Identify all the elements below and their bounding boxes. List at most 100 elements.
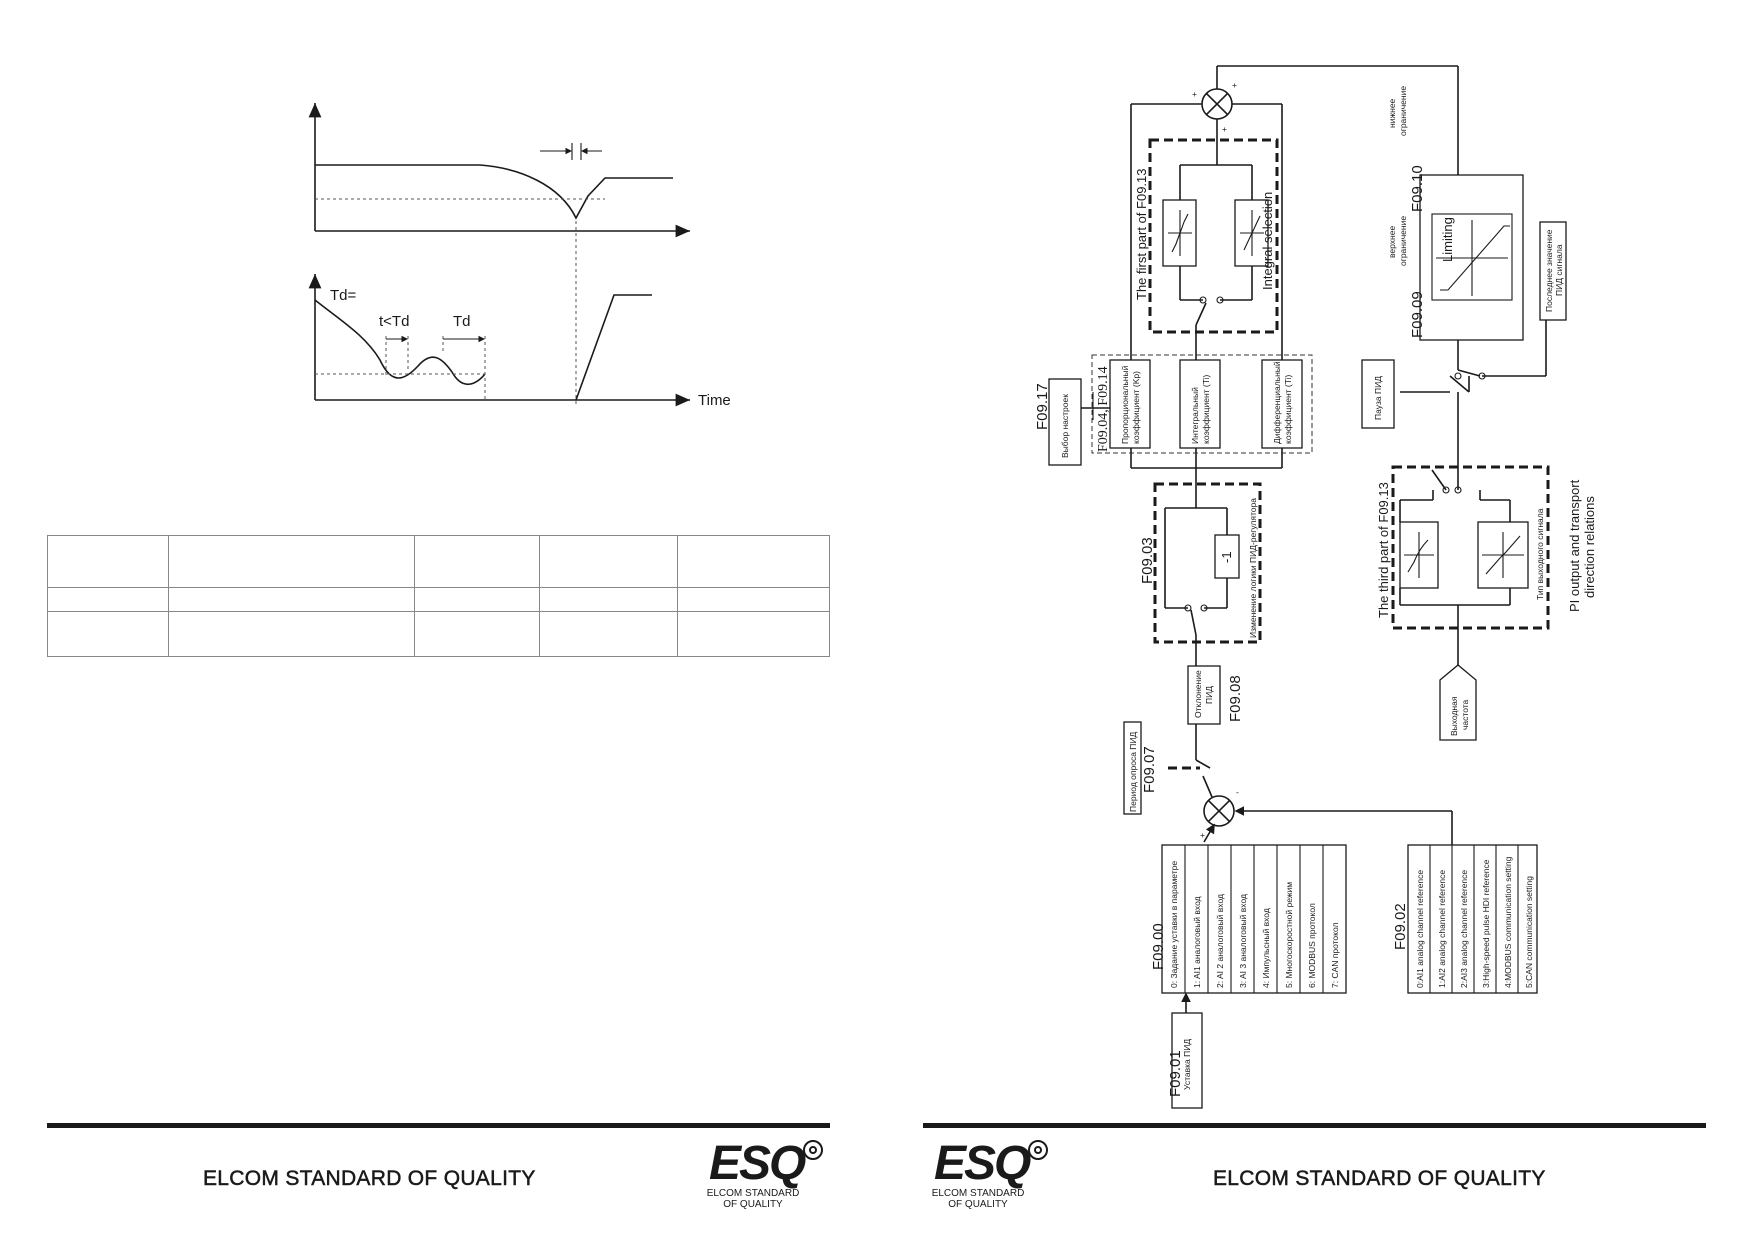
last-value-label: Последнее значение	[1544, 229, 1554, 312]
lower-limit-label: ограничение	[1398, 86, 1408, 136]
integral-curve-box-2	[1234, 199, 1269, 267]
parameter-select-box	[1048, 378, 1082, 466]
f0900-item: 0: Задание уставки в параметре	[1169, 861, 1179, 988]
table-cell	[677, 611, 830, 657]
connection-lines	[1081, 65, 1547, 1013]
f0907-code: F09.07	[1141, 746, 1158, 793]
table-cell	[47, 535, 169, 588]
table-cell	[47, 587, 169, 612]
left-footer-rule	[47, 1123, 830, 1128]
f0900-list	[1161, 844, 1347, 994]
registered-icon	[803, 1140, 823, 1160]
switch-contacts	[1184, 296, 1486, 612]
label-td: Td	[453, 313, 471, 330]
logo-subtitle: OF QUALITY	[948, 1199, 1008, 1210]
f0902-item: 5:CAN communication setting	[1524, 876, 1534, 988]
parameter-select-label: Выбор настроек	[1060, 394, 1070, 458]
table-cell	[677, 535, 830, 588]
bottom-summing-junction: + -	[1200, 787, 1239, 840]
top-summing-junction: + + +	[1192, 80, 1237, 134]
invert-block	[1214, 534, 1240, 579]
pi-output-label: direction relations	[1582, 496, 1597, 598]
table-cell	[539, 587, 678, 612]
table-row	[47, 587, 830, 612]
td-box	[1261, 359, 1303, 449]
left-esq-logo: ESQ ELCOM STANDARD OF QUALITY	[703, 1140, 823, 1230]
setpoint-label: Уставка ПИД	[1182, 1039, 1192, 1090]
last-value-box	[1539, 221, 1567, 321]
f0908-code: F09.08	[1227, 675, 1244, 722]
deviation-label: Отклонение	[1193, 670, 1203, 718]
kp-label: Пропорциональный	[1120, 365, 1130, 444]
logo-subtitle: ELCOM STANDARD	[706, 1188, 800, 1199]
limiting-box	[1419, 174, 1524, 341]
output-curve-box-2	[1477, 521, 1529, 589]
f0900-item: 2: AI 2 аналоговый вход	[1215, 894, 1225, 988]
lower-chart: Td= t<Td Td Time	[308, 274, 731, 409]
output-curve-box-1	[1399, 521, 1439, 589]
table-cell	[168, 611, 415, 657]
label-td-eq: Td=	[330, 287, 357, 304]
plus-sign: +	[1222, 124, 1227, 134]
table-cell	[414, 587, 540, 612]
plus-sign: +	[1232, 80, 1237, 90]
f0902-item: 4:MODBUS communication setting	[1503, 856, 1513, 988]
f0909-code: F09.09	[1409, 291, 1426, 338]
third-part-label: The third part of F09.13	[1376, 482, 1391, 618]
table-cell	[539, 611, 678, 657]
minus-one-label: -1	[1219, 551, 1234, 563]
pause-label: Пауза ПИД	[1373, 376, 1383, 420]
f0900-item: 1: AI1 аналоговый вход	[1192, 896, 1202, 988]
f0900-code: F09.00	[1150, 923, 1167, 970]
output-type-label: Тип выходного сигнала	[1535, 508, 1545, 600]
lower-limit-label: нижнее	[1387, 98, 1397, 128]
ti-label: коэффициент (Ti)	[1201, 374, 1211, 444]
output-frequency-label: частота	[1460, 699, 1470, 730]
upper-chart	[308, 103, 690, 405]
right-esq-logo: ESQ ELCOM STANDARD OF QUALITY	[928, 1140, 1048, 1230]
ti-label: Интегральный	[1190, 387, 1200, 444]
f0901-code: F09.01	[1167, 1050, 1184, 1097]
limiting-label: Limiting	[1440, 217, 1455, 262]
right-footer-title: ELCOM STANDARD OF QUALITY	[1213, 1167, 1546, 1191]
label-time: Time	[698, 392, 731, 409]
logo-mark: ESQ	[934, 1137, 1031, 1190]
f0902-item: 2:AI3 analog channel reference	[1459, 870, 1469, 988]
f0902-item: 1:AI2 analog channel reference	[1437, 870, 1447, 988]
ti-box	[1179, 359, 1221, 449]
table-cell	[539, 535, 678, 588]
f0900-item: 5: Многоскоростной режим	[1284, 882, 1294, 988]
pause-box	[1361, 359, 1395, 429]
first-part-label: The first part of F09.13	[1134, 168, 1149, 300]
f0902-list	[1407, 844, 1538, 994]
deviation-box	[1187, 665, 1221, 725]
logo-subtitle: OF QUALITY	[723, 1199, 783, 1210]
f0902-item: 0:AI1 analog channel reference	[1415, 870, 1425, 988]
deviation-label: ПИД	[1204, 686, 1214, 704]
integral-curve-box-1	[1162, 199, 1197, 267]
first-part-group	[1148, 138, 1279, 334]
sample-period-label: Период опроса ПИД	[1128, 731, 1138, 812]
f0902-item: 3:High-speed pulse HDI reference	[1481, 859, 1491, 988]
f0900-item: 6: MODBUS протокол	[1307, 903, 1317, 988]
left-footer-title: ELCOM STANDARD OF QUALITY	[203, 1167, 536, 1191]
kp-box	[1109, 359, 1151, 449]
third-part-group	[1391, 465, 1550, 630]
f0900-item: 4: Импульсный вход	[1261, 908, 1271, 988]
logic-change-label: Изменение логики ПИД-регулятора	[1248, 498, 1258, 638]
integral-selection-label: Integral selection	[1260, 192, 1275, 290]
table-cell	[677, 587, 830, 612]
table-cell	[414, 611, 540, 657]
last-value-label: ПИД сигнала	[1554, 244, 1564, 296]
logo-subtitle: ELCOM STANDARD	[931, 1188, 1025, 1199]
minus-sign: -	[1236, 787, 1239, 797]
setpoint-box	[1171, 1012, 1203, 1109]
upper-limit-label: верхнее	[1387, 226, 1397, 258]
upper-limit-label: ограничение	[1398, 216, 1408, 266]
table-cell	[47, 611, 169, 657]
kp-label: коэффициент (Kp)	[1131, 371, 1141, 444]
plus-sign: +	[1192, 89, 1197, 99]
pi-output-label: PI output and transport	[1567, 479, 1582, 612]
td-coef-label: Дифференциальный	[1272, 361, 1282, 444]
f0903-code: F09.03	[1139, 537, 1156, 584]
